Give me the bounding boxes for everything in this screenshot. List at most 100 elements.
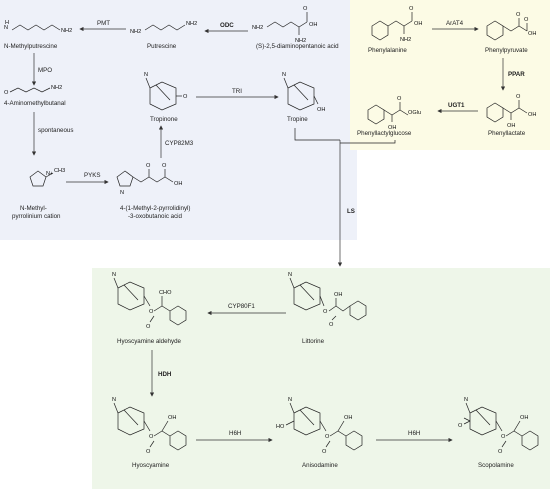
svg-text:NH2: NH2	[400, 37, 411, 43]
svg-text:H: H	[5, 20, 9, 26]
svg-text:OH: OH	[528, 112, 536, 118]
svg-text:OH: OH	[334, 292, 342, 298]
enzyme-pmt: PMT	[97, 20, 110, 27]
enzyme-h6h-2: H6H	[408, 430, 420, 437]
enzyme-cyp82m3: CYP82M3	[165, 140, 194, 147]
svg-text:N: N	[288, 397, 292, 403]
svg-text:O: O	[323, 309, 328, 315]
label-tropine: Tropine	[287, 116, 308, 123]
panel-tropane-alkaloids	[92, 268, 550, 489]
label-putrescine: Putrescine	[147, 43, 177, 50]
svg-text:O: O	[501, 434, 506, 440]
label-littorine: Littorine	[302, 338, 325, 345]
phenyllactate-structure: O OH OH	[486, 94, 536, 129]
svg-text:OH: OH	[344, 415, 352, 421]
tropine-structure: N OH	[282, 72, 325, 113]
svg-text:O: O	[183, 94, 188, 100]
svg-text:O: O	[4, 90, 9, 96]
label-oxobutanoic-1: 4-(1-Methyl-2-pyrrolidinyl)	[120, 205, 190, 212]
hyoscyamine-aldehyde-structure: N O CHO O	[112, 272, 187, 330]
svg-text:OH: OH	[507, 123, 515, 129]
connector-phenyllactylglucose	[340, 140, 396, 144]
svg-text:O: O	[149, 434, 154, 440]
svg-text:O: O	[524, 17, 529, 23]
svg-text:N: N	[4, 25, 8, 31]
phenyllactylglucose-structure: O OGlu OH	[367, 96, 421, 131]
oxobutanoic-structure: N O O OH	[116, 163, 182, 196]
svg-text:NH2: NH2	[186, 21, 197, 27]
svg-text:N: N	[112, 397, 116, 403]
svg-text:HO: HO	[276, 424, 285, 430]
svg-text:NH2: NH2	[51, 85, 62, 91]
enzyme-hdh: HDH	[158, 371, 172, 378]
enzyme-arat4: ArAT4	[446, 20, 464, 27]
label-phenylpyruvate: Phenylpyruvate	[485, 47, 528, 54]
svg-text:N: N	[120, 190, 124, 196]
svg-text:O: O	[162, 163, 167, 169]
panel-phenyllactate-synthesis	[350, 0, 550, 150]
label-phenyllactate: Phenyllactate	[488, 130, 526, 137]
svg-text:NH2: NH2	[295, 38, 306, 44]
anisodamine-structure: N HO O OH O	[276, 397, 363, 455]
label-phenyllactylglucose: Phenyllactylglucose	[357, 130, 412, 137]
putrescine-structure: NH2 NH2	[130, 21, 197, 35]
svg-text:O: O	[325, 434, 330, 440]
svg-text:OGlu: OGlu	[408, 110, 421, 116]
label-aminomethylbutanal: 4-Aminomethylbutanal	[4, 100, 66, 107]
hyoscyamine-structure: N O OH O	[112, 397, 187, 455]
label-hyoscyamine-aldehyde: Hyoscyamine aldehyde	[117, 338, 182, 345]
svg-text:N: N	[112, 272, 116, 278]
svg-text:O: O	[397, 96, 402, 102]
label-phenylalanine: Phenylalanine	[368, 47, 407, 54]
svg-text:OH: OH	[317, 107, 325, 113]
enzyme-ppar: PPAR	[508, 71, 525, 78]
label-diaminopentanoic-acid: (S)-2,5-diaminopentanoic acid	[256, 43, 339, 50]
label-hyoscyamine: Hyoscyamine	[132, 462, 170, 469]
scopolamine-structure: N O O OH O	[458, 397, 539, 455]
svg-text:OH: OH	[520, 415, 528, 421]
svg-text:O: O	[409, 6, 414, 12]
svg-text:N+: N+	[46, 171, 53, 177]
enzyme-odc: ODC	[220, 22, 234, 29]
svg-text:OH: OH	[174, 181, 182, 187]
svg-text:CH3: CH3	[54, 168, 65, 174]
label-pyrrolinium-2: pyrrolinium cation	[12, 213, 61, 220]
svg-text:OH: OH	[528, 31, 536, 37]
svg-text:O: O	[322, 449, 327, 455]
svg-text:N: N	[288, 272, 292, 278]
svg-text:OH: OH	[168, 415, 176, 421]
svg-text:O: O	[303, 6, 308, 12]
tropinone-structure: N O	[144, 72, 188, 111]
label-n-methylputrescine: N-Methylputrescine	[4, 43, 58, 50]
svg-text:O: O	[146, 163, 151, 169]
svg-text:O: O	[516, 12, 521, 18]
phenylpyruvate-structure: O O OH	[486, 12, 536, 41]
enzyme-tri: TRI	[232, 88, 242, 95]
label-scopolamine: Scopolamine	[478, 462, 514, 469]
phenylalanine-structure: O OH NH2	[371, 6, 422, 43]
enzyme-ls: LS	[347, 208, 355, 215]
svg-text:NH2: NH2	[130, 29, 141, 35]
svg-text:NH2: NH2	[61, 28, 72, 34]
panel-tropine-synthesis	[0, 0, 357, 240]
svg-text:O: O	[498, 449, 503, 455]
svg-text:OH: OH	[388, 125, 396, 131]
svg-text:NH2: NH2	[252, 25, 263, 31]
pyrrolinium-structure: N+ CH3	[29, 168, 65, 187]
svg-text:O: O	[458, 423, 463, 429]
label-oxobutanoic-2: -3-oxobutanoic acid	[128, 213, 183, 220]
svg-text:N: N	[144, 72, 148, 78]
svg-text:OH: OH	[309, 22, 317, 28]
svg-text:O: O	[516, 94, 521, 100]
label-anisodamine: Anisodamine	[302, 462, 338, 469]
svg-text:CHO: CHO	[159, 290, 172, 296]
label-pyrrolinium-1: N-Methyl-	[20, 205, 47, 212]
enzyme-spontaneous: spontaneous	[38, 127, 73, 134]
diaminopentanoic-structure: NH2 O OH NH2	[252, 6, 317, 44]
enzyme-h6h-1: H6H	[229, 430, 241, 437]
enzyme-cyp80f1: CYP80F1	[228, 303, 255, 310]
svg-text:N: N	[464, 397, 468, 403]
label-tropinone: Tropinone	[150, 116, 178, 123]
